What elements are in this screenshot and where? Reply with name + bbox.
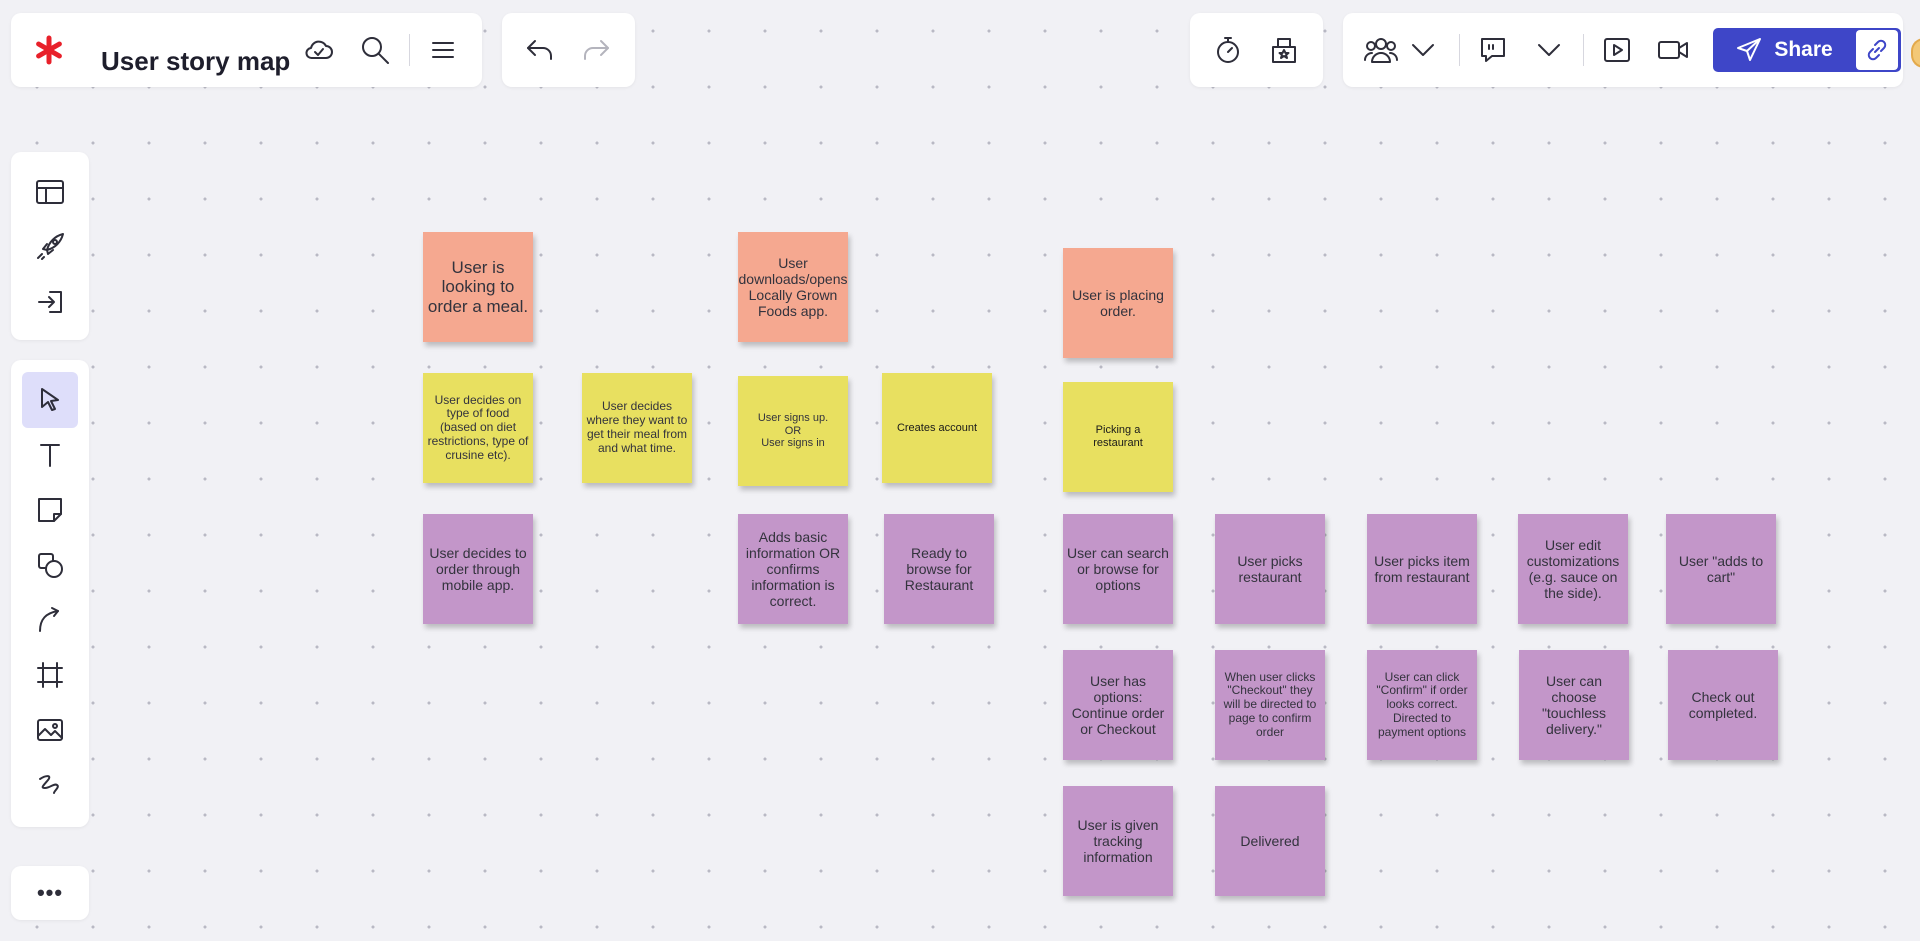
share-button-label: Share: [1774, 38, 1833, 61]
avatar[interactable]: [1911, 38, 1920, 68]
facilitation-panel: [1190, 13, 1323, 87]
sticky-note[interactable]: Adds basic information OR confirms infor…: [738, 514, 848, 624]
video-icon[interactable]: [1653, 30, 1693, 70]
sticky-note[interactable]: User "adds to cart": [1666, 514, 1776, 624]
sticky-note[interactable]: When user clicks "Checkout" they will be…: [1215, 650, 1325, 760]
search-icon[interactable]: [355, 30, 395, 70]
sticky-note[interactable]: User can click "Confirm" if order looks …: [1367, 650, 1477, 760]
sticky-note[interactable]: User edit customizations (e.g. sauce on …: [1518, 514, 1628, 624]
link-icon: [1867, 39, 1887, 61]
sticky-note[interactable]: User picks item from restaurant: [1367, 514, 1477, 624]
timer-icon[interactable]: [1208, 30, 1248, 70]
connector-tool[interactable]: [22, 592, 78, 648]
import-icon[interactable]: [22, 274, 78, 330]
sticky-note[interactable]: User signs up. OR User signs in: [738, 376, 848, 486]
history-panel: [502, 13, 635, 87]
share-button[interactable]: Share: [1713, 28, 1856, 72]
sticky-note[interactable]: User decides on type of food (based on d…: [423, 373, 533, 483]
vote-box-icon[interactable]: [1264, 30, 1304, 70]
hamburger-menu-icon[interactable]: [423, 30, 463, 70]
shapes-tool[interactable]: [22, 537, 78, 593]
share-button-group: Share: [1713, 28, 1901, 72]
select-tool[interactable]: [22, 372, 78, 428]
sticky-note[interactable]: User can choose "touchless delivery.": [1519, 650, 1629, 760]
present-icon[interactable]: [1597, 30, 1637, 70]
frame-tool[interactable]: [22, 647, 78, 703]
sticky-note[interactable]: User downloads/opens Locally Grown Foods…: [738, 232, 848, 342]
separator: [1583, 34, 1584, 66]
asterisk-logo-icon[interactable]: [29, 30, 69, 70]
copy-link-button[interactable]: [1856, 30, 1898, 70]
title-panel: User story map: [11, 13, 482, 87]
sticky-note[interactable]: User can search or browse for options: [1063, 514, 1173, 624]
pen-tool[interactable]: [22, 757, 78, 813]
separator: [1459, 34, 1460, 66]
launch-rocket-icon[interactable]: [22, 219, 78, 275]
sticky-note[interactable]: Creates account: [882, 373, 992, 483]
sticky-note[interactable]: User has options: Continue order or Chec…: [1063, 650, 1173, 760]
sticky-note[interactable]: User decides where they want to get thei…: [582, 373, 692, 483]
sticky-note[interactable]: User decides to order through mobile app…: [423, 514, 533, 624]
sticky-note-tool[interactable]: [22, 482, 78, 538]
sticky-note[interactable]: Delivered: [1215, 786, 1325, 896]
chevron-down-icon[interactable]: [1403, 30, 1443, 70]
send-icon: [1737, 38, 1762, 61]
left-top-toolbar: [11, 152, 89, 340]
templates-tool[interactable]: [22, 164, 78, 220]
sticky-note[interactable]: Ready to browse for Restaurant: [884, 514, 994, 624]
chevron-down-icon[interactable]: [1529, 30, 1569, 70]
separator: [409, 34, 410, 66]
more-tools-button[interactable]: •••: [11, 866, 89, 920]
comment-icon[interactable]: [1473, 30, 1513, 70]
sticky-note[interactable]: User picks restaurant: [1215, 514, 1325, 624]
sticky-note[interactable]: User is given tracking information: [1063, 786, 1173, 896]
sticky-note[interactable]: User is placing order.: [1063, 248, 1173, 358]
redo-icon[interactable]: [576, 30, 616, 70]
sticky-note[interactable]: Check out completed.: [1668, 650, 1778, 760]
users-icon[interactable]: [1361, 30, 1401, 70]
undo-icon[interactable]: [520, 30, 560, 70]
left-main-toolbar: [11, 360, 89, 827]
image-tool[interactable]: [22, 702, 78, 758]
document-title[interactable]: User story map: [101, 46, 291, 76]
sticky-note[interactable]: Picking a restaurant: [1063, 382, 1173, 492]
more-icon: •••: [36, 880, 64, 905]
sticky-note[interactable]: User is looking to order a meal.: [423, 232, 533, 342]
text-tool[interactable]: [22, 427, 78, 483]
cloud-sync-icon[interactable]: [299, 30, 339, 70]
